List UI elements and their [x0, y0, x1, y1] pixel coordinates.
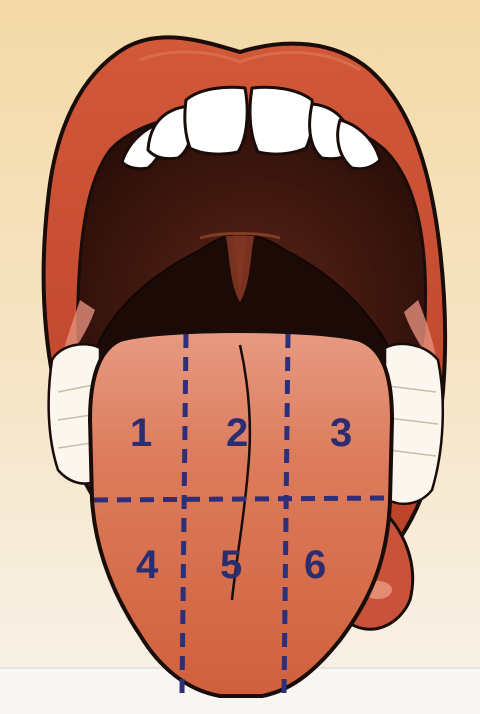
zone-label-1: 1	[130, 411, 152, 455]
zone-label-4: 4	[136, 543, 159, 587]
zone-label-2: 2	[226, 411, 248, 455]
zone-label-3: 3	[330, 411, 352, 455]
zone-label-6: 6	[304, 543, 326, 587]
zone-label-5: 5	[220, 543, 242, 587]
